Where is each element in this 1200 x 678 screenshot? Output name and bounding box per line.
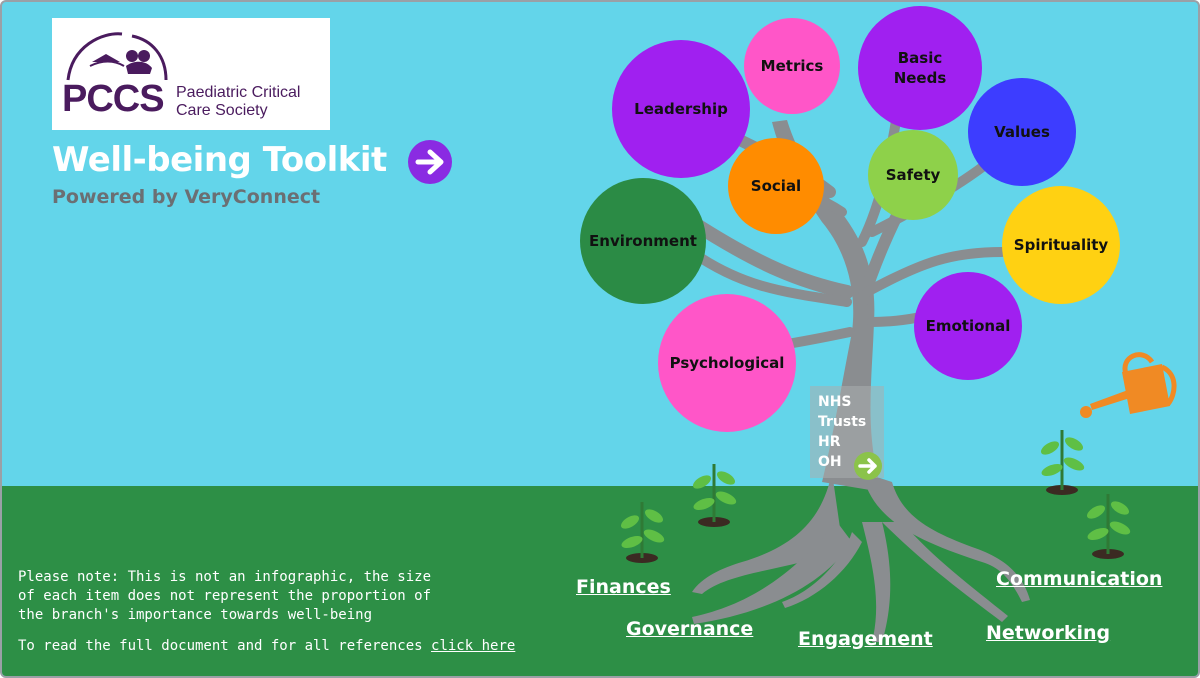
title-arrow-button[interactable] bbox=[408, 140, 452, 184]
branch-social[interactable]: Social bbox=[728, 138, 824, 234]
click-here-link[interactable]: click here bbox=[431, 638, 516, 654]
branch-safety[interactable]: Safety bbox=[868, 130, 958, 220]
branch-label: Spirituality bbox=[1013, 236, 1109, 254]
trunk-line: Trusts bbox=[818, 414, 867, 430]
branch-label: Basic Needs bbox=[893, 49, 947, 87]
branch-emotional[interactable]: Emotional bbox=[914, 272, 1022, 380]
pccs-logo[interactable]: PCCS Paediatric Critical Care Society bbox=[52, 18, 330, 130]
branch-label: Psychological bbox=[669, 354, 785, 372]
root-link-finances[interactable]: Finances bbox=[576, 576, 671, 598]
branch-label: Emotional bbox=[925, 317, 1011, 335]
page-subtitle: Powered by VeryConnect bbox=[52, 186, 321, 208]
logo-short-name: PCCS bbox=[62, 78, 165, 120]
arrow-right-icon bbox=[415, 149, 444, 175]
root-link-communication[interactable]: Communication bbox=[996, 568, 1163, 590]
pccs-logo-icon bbox=[66, 32, 168, 81]
branch-label: Environment bbox=[589, 232, 697, 250]
root-link-networking[interactable]: Networking bbox=[986, 622, 1111, 644]
trunk-arrow-button[interactable] bbox=[854, 452, 882, 480]
tree-roots bbox=[692, 472, 1030, 642]
watering-can-icon bbox=[1080, 352, 1177, 418]
trunk-info-box[interactable]: NHS Trusts HR OH bbox=[810, 386, 884, 480]
arrow-right-icon bbox=[858, 458, 877, 474]
logo-full-line1: Paediatric Critical bbox=[176, 84, 301, 101]
trunk-line: OH bbox=[818, 454, 842, 470]
branch-psychological[interactable]: Psychological bbox=[658, 294, 796, 432]
sprout-plant bbox=[1040, 430, 1085, 495]
branch-label: Leadership bbox=[634, 100, 728, 118]
branch-environment[interactable]: Environment bbox=[580, 178, 706, 304]
root-link-governance[interactable]: Governance bbox=[626, 618, 754, 640]
branch-label: Metrics bbox=[760, 57, 824, 75]
references-text: To read the full document and for all re… bbox=[18, 638, 423, 654]
logo-full-name: Paediatric Critical Care Society bbox=[176, 84, 326, 120]
branch-label: Values bbox=[994, 123, 1050, 141]
branch-label: Safety bbox=[885, 166, 941, 184]
branch-leadership[interactable]: Leadership bbox=[612, 40, 750, 178]
sprout-plant bbox=[692, 464, 737, 527]
ground bbox=[2, 486, 1198, 676]
references-line: To read the full document and for all re… bbox=[18, 638, 515, 654]
disclaimer-note: Please note: This is not an infographic,… bbox=[18, 569, 432, 623]
trunk-line: NHS bbox=[818, 394, 852, 410]
branch-label: Social bbox=[750, 177, 802, 195]
trunk-line: HR bbox=[818, 434, 841, 450]
logo-full-line2: Care Society bbox=[176, 102, 268, 119]
branch-values[interactable]: Values bbox=[968, 78, 1076, 186]
branch-basic-needs[interactable]: Basic Needs bbox=[858, 6, 982, 130]
root-link-engagement[interactable]: Engagement bbox=[798, 628, 933, 650]
sprout-plant bbox=[1086, 494, 1131, 559]
sprout-plant bbox=[620, 502, 665, 563]
page-title: Well-being Toolkit bbox=[52, 140, 387, 180]
branch-metrics[interactable]: Metrics bbox=[744, 18, 840, 114]
branch-spirituality[interactable]: Spirituality bbox=[1002, 186, 1120, 304]
